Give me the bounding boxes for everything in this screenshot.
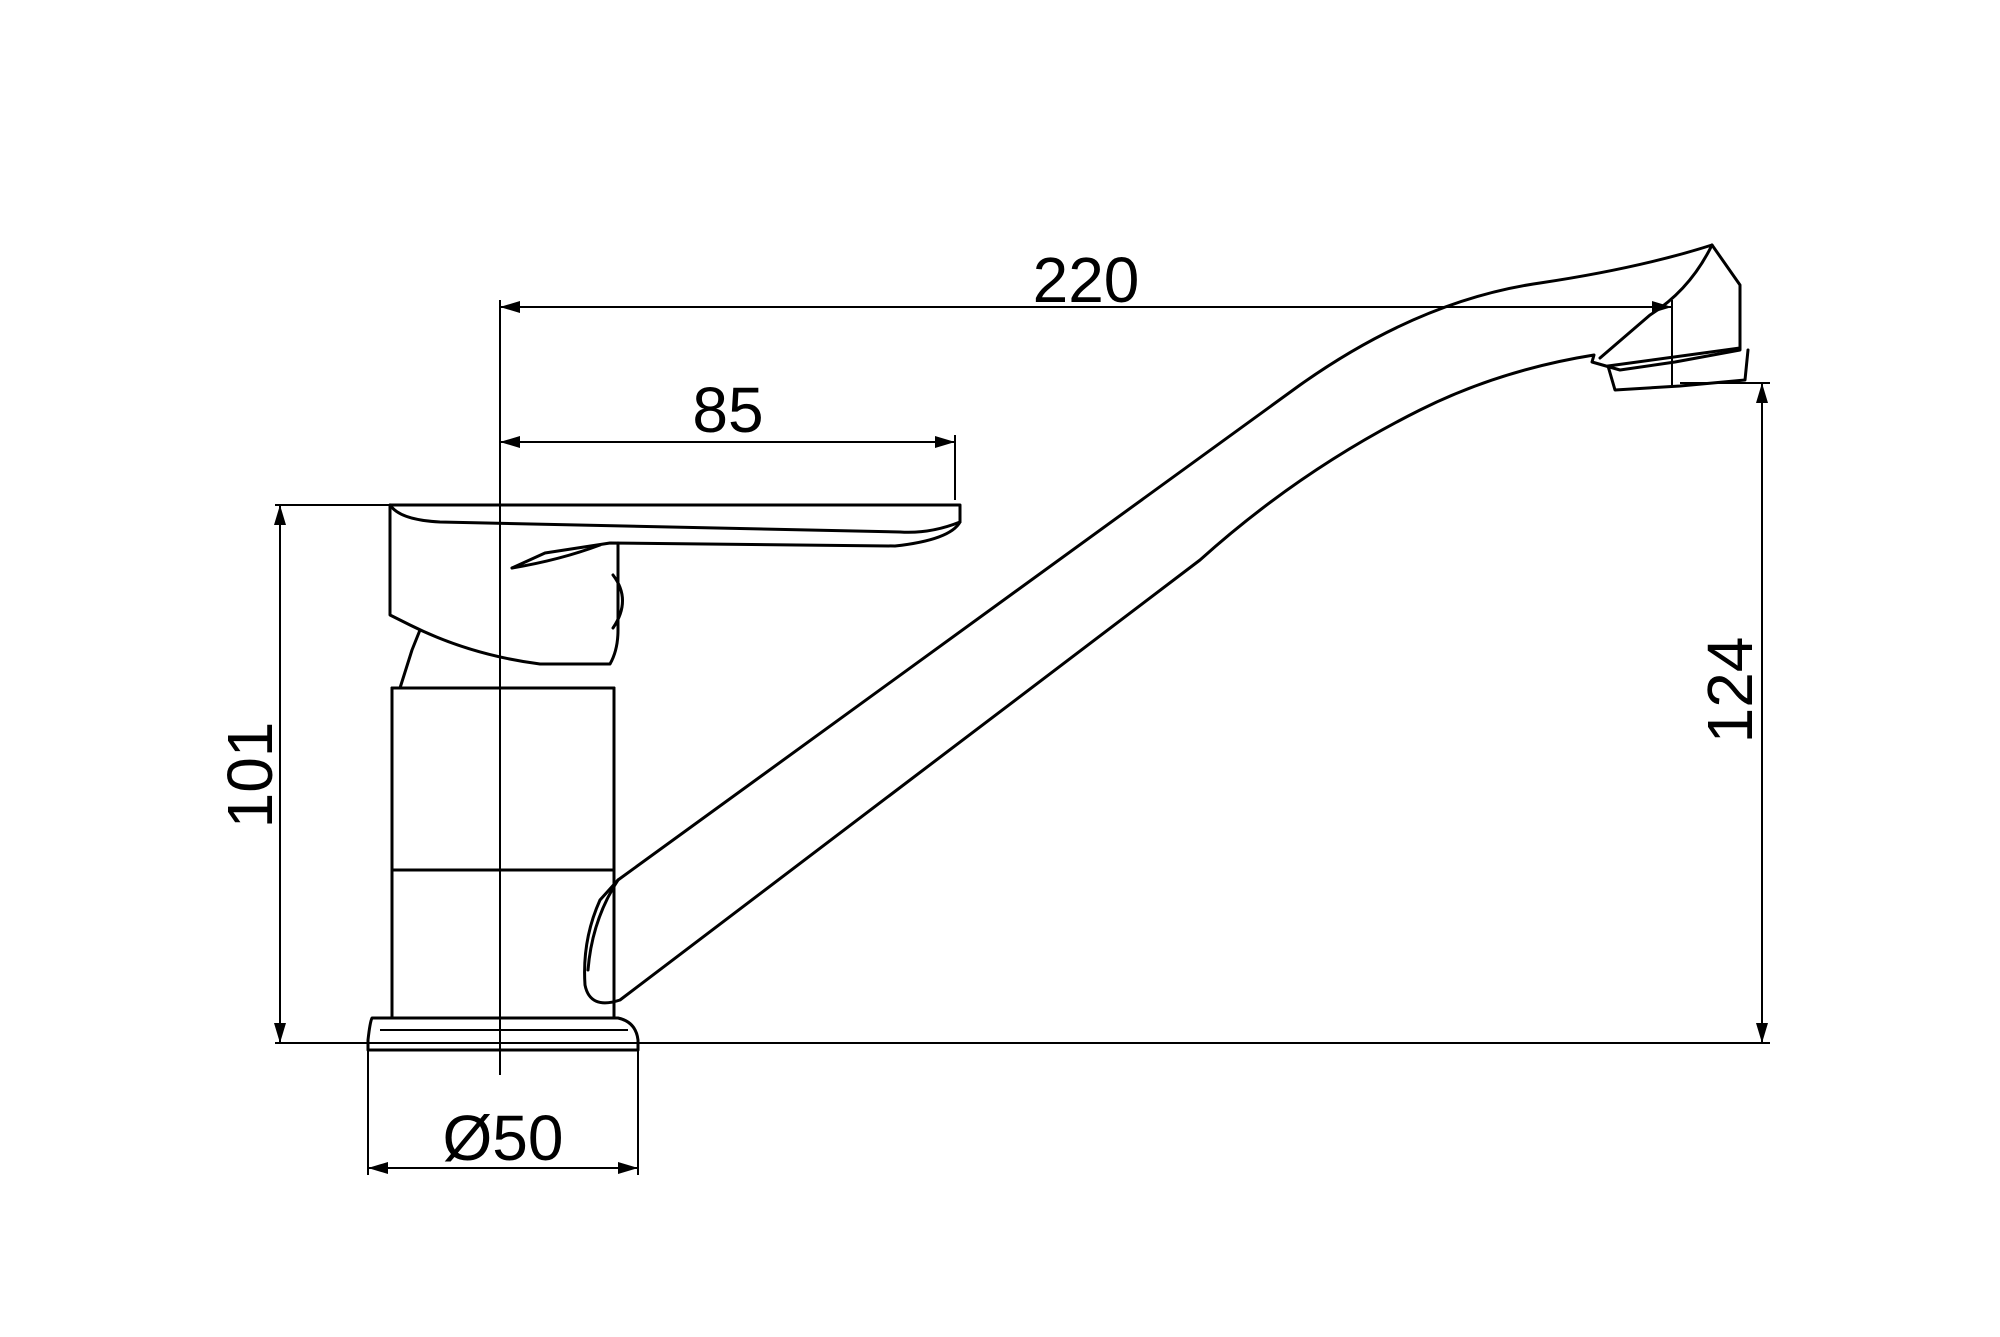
dim-124-label: 124: [1694, 637, 1766, 744]
spout-outline: [583, 243, 1742, 1005]
dimension-body-height: 101: [214, 504, 390, 1043]
dim-85-arrow-right: [935, 436, 955, 448]
faucet-outline: [366, 243, 1750, 1052]
dim-101-label: 101: [214, 722, 286, 829]
dim-85-arrow-left: [500, 436, 520, 448]
lever-lower-edge: [388, 503, 962, 534]
side-screw-cap: [611, 573, 624, 630]
dimension-base-diameter: Ø50: [367, 1050, 639, 1175]
dim-124-arrow-top: [1756, 383, 1768, 403]
cartridge-neck: [398, 628, 422, 690]
spout-tip-inner-line: [1598, 243, 1714, 360]
dim-101-arrow-top: [274, 505, 286, 525]
dim-85-label: 85: [692, 374, 763, 446]
dim-101-arrow-bottom: [274, 1023, 286, 1043]
dim-220-label: 220: [1033, 244, 1140, 316]
dimension-spout-height: 124: [1680, 382, 1770, 1043]
lever-handle: [388, 503, 962, 666]
dim-50-arrow-left: [368, 1162, 388, 1174]
body-cylinder: [390, 686, 616, 1020]
dim-50-arrow-right: [618, 1162, 638, 1174]
spout-lip-curve: [586, 878, 620, 972]
dimension-overall-reach: 220: [500, 244, 1673, 385]
dim-220-arrow-left: [500, 301, 520, 313]
dim-50-label: Ø50: [443, 1102, 564, 1174]
dimension-handle-length: 85: [500, 374, 956, 500]
aerator-inner: [1606, 346, 1742, 368]
base-plate: [366, 1016, 640, 1052]
dim-220-arrow-right: [1652, 301, 1672, 313]
dim-124-arrow-bottom: [1756, 1023, 1768, 1043]
aerator-ring: [1606, 348, 1750, 392]
lever-inner-curve: [510, 543, 602, 570]
